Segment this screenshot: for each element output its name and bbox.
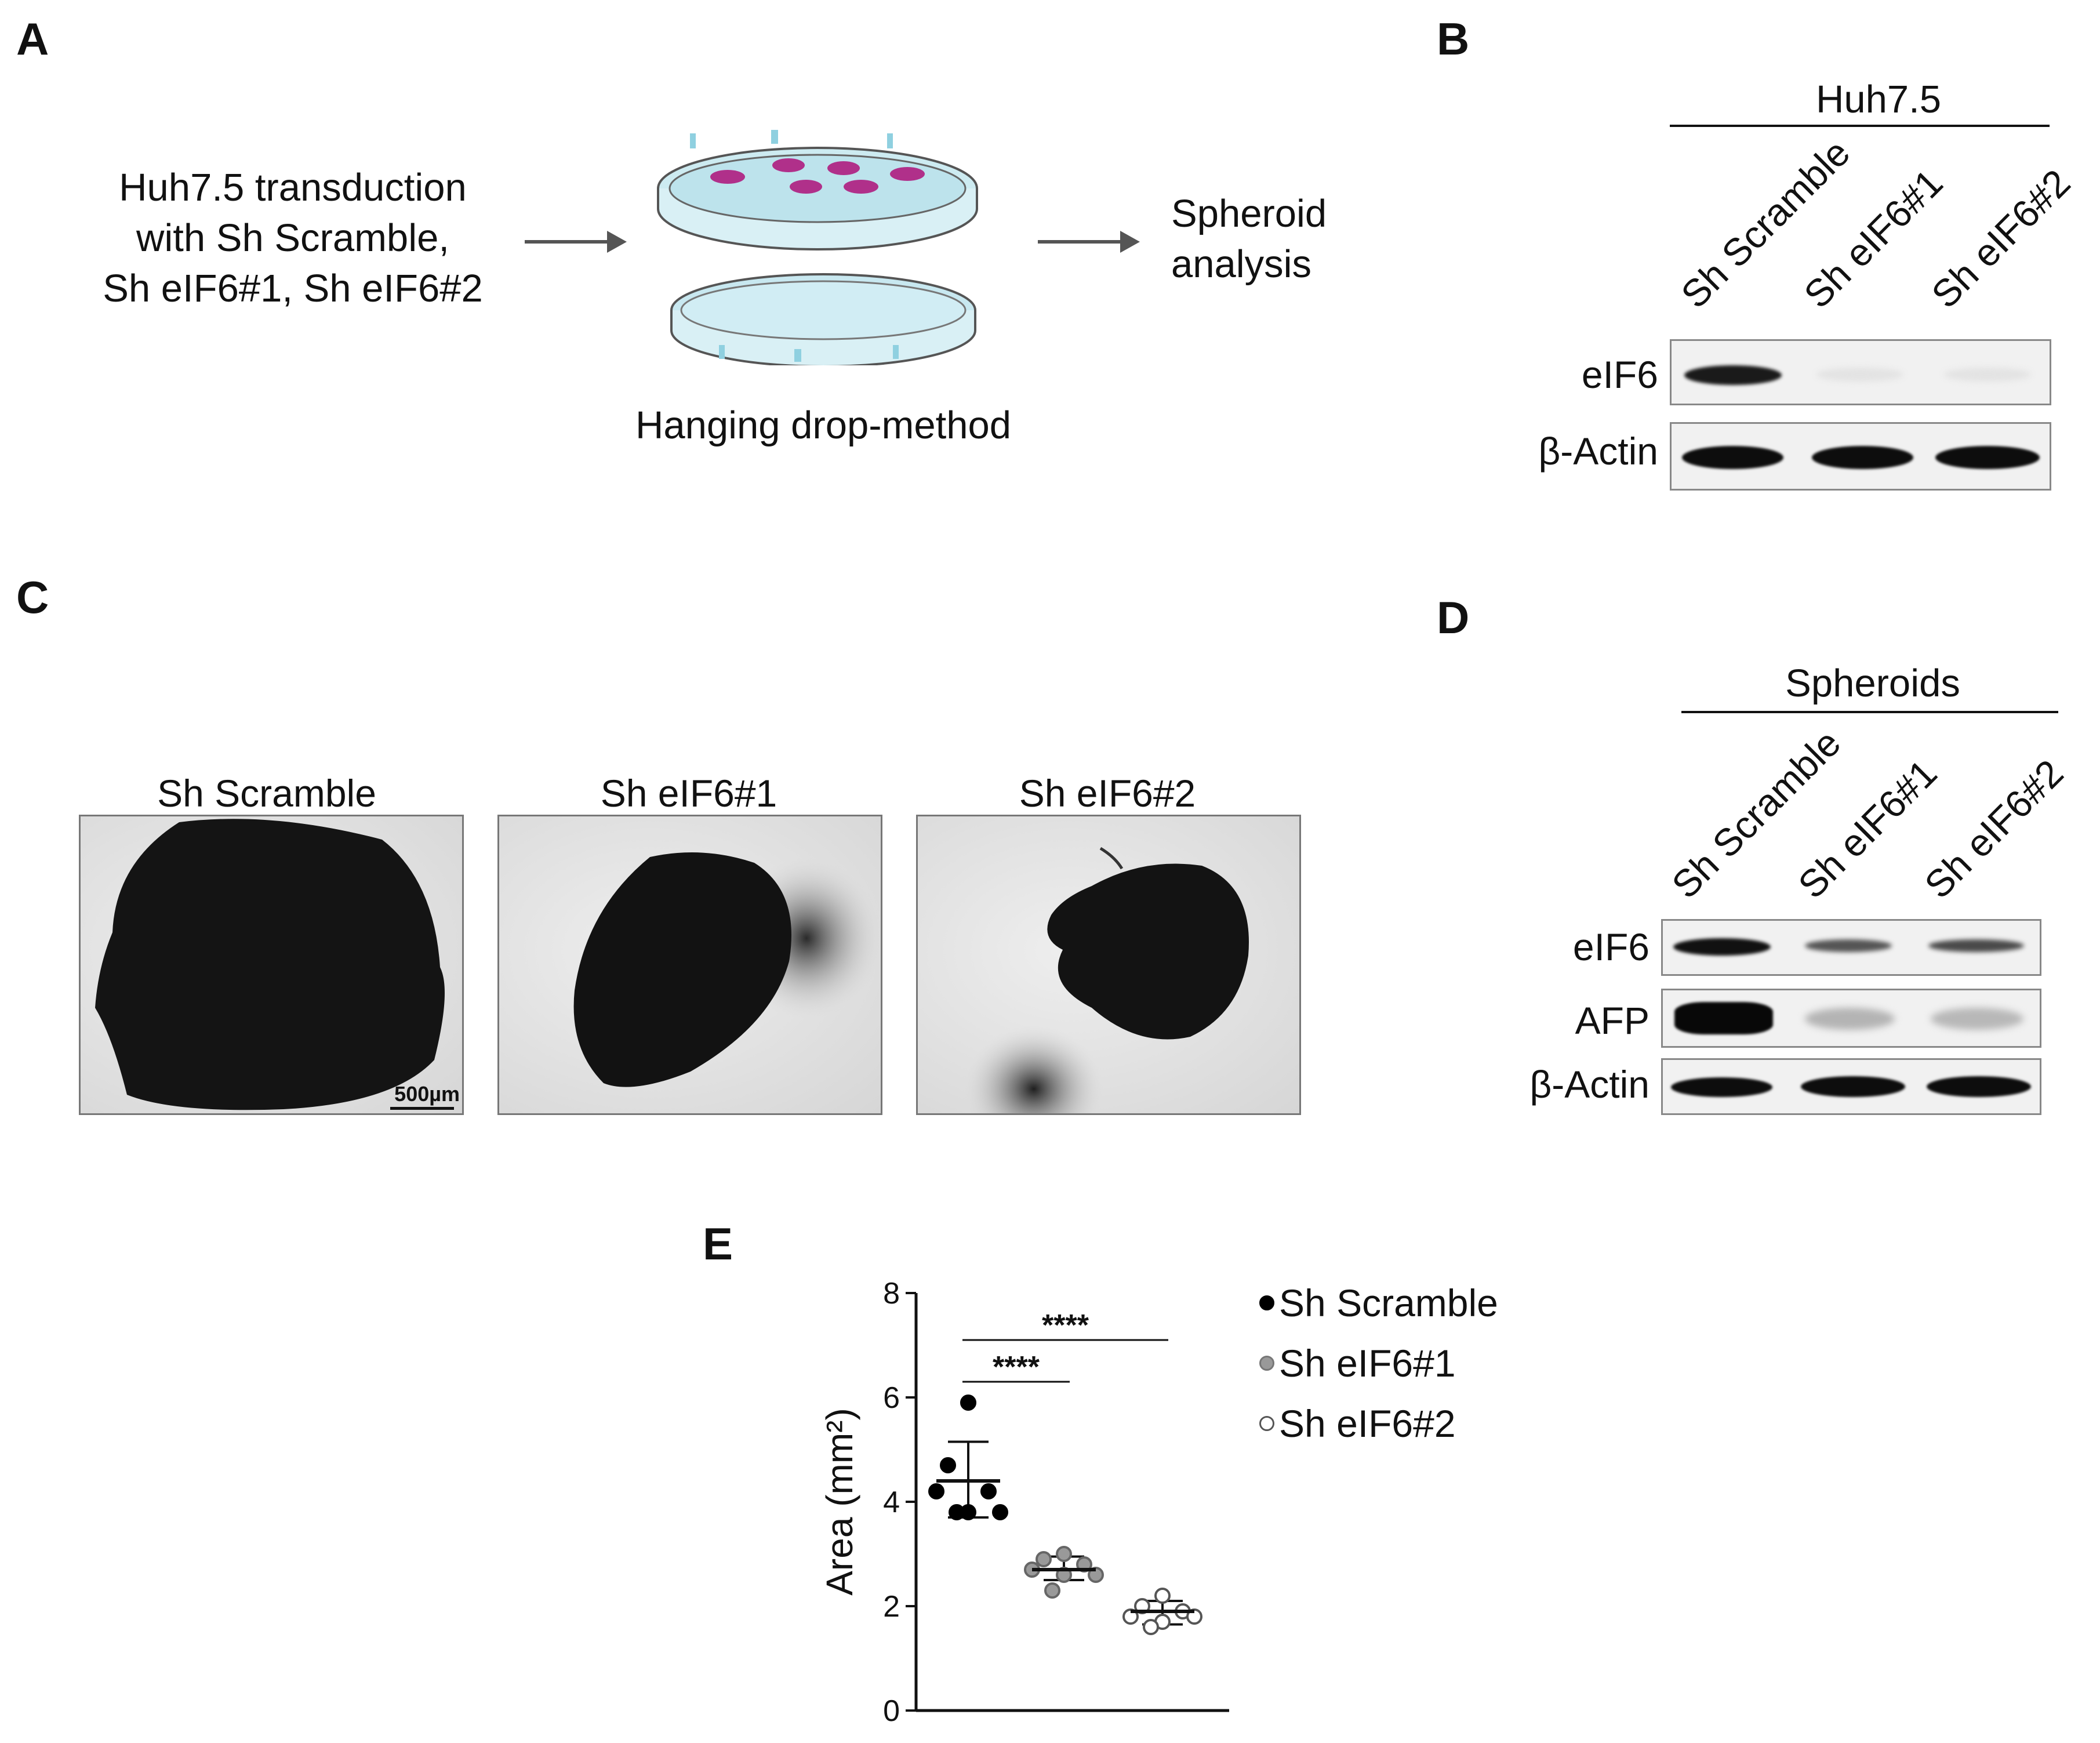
y-tick-label: 4 bbox=[883, 1486, 900, 1519]
blot-band bbox=[1812, 446, 1913, 469]
legend-item: Sh eIF6#2 bbox=[1259, 1393, 1498, 1454]
chart-legend: Sh Scramble Sh eIF6#1 Sh eIF6#2 bbox=[1259, 1273, 1498, 1454]
blot-band bbox=[1928, 939, 2024, 952]
method-caption: Hanging drop-method bbox=[635, 404, 1012, 447]
transduction-line-1: Huh7.5 transduction bbox=[119, 166, 467, 209]
arrow-right-icon bbox=[1038, 231, 1140, 253]
blot-band bbox=[1674, 1002, 1773, 1034]
blot-b-actin bbox=[1670, 422, 2051, 491]
data-point bbox=[1154, 1588, 1171, 1604]
transduction-line-2: with Sh Scramble, bbox=[136, 216, 449, 260]
legend-label: Sh eIF6#1 bbox=[1279, 1342, 1456, 1385]
legend-marker-gray-dot-icon bbox=[1259, 1356, 1274, 1371]
spheroid-shape bbox=[964, 847, 1249, 1113]
blot-d-eif6 bbox=[1661, 919, 2041, 976]
legend-item: Sh Scramble bbox=[1259, 1273, 1498, 1333]
data-point bbox=[1044, 1582, 1060, 1599]
blot-b-eif6 bbox=[1670, 339, 2051, 405]
blot-d-lane-label: Sh eIF6#2 bbox=[1916, 751, 2072, 907]
significance-label: **** bbox=[1042, 1309, 1089, 1342]
panel-label-a: A bbox=[16, 13, 49, 64]
transduction-line-3: Sh eIF6#1, Sh eIF6#2 bbox=[103, 267, 483, 311]
data-point bbox=[980, 1483, 997, 1499]
petri-dish-illustration bbox=[657, 130, 978, 365]
y-tick-label: 8 bbox=[883, 1277, 900, 1310]
y-tick-label: 6 bbox=[883, 1381, 900, 1415]
legend-label: Sh Scramble bbox=[1279, 1281, 1498, 1324]
blot-band bbox=[1931, 1008, 2023, 1030]
transduction-text: Huh7.5 transduction with Sh Scramble, Sh… bbox=[70, 162, 516, 314]
arrow-right-icon bbox=[525, 231, 627, 253]
blot-d-group-label: Spheroids bbox=[1785, 662, 1960, 705]
spheroid-shape bbox=[573, 852, 881, 1087]
panel-label-d: D bbox=[1437, 592, 1470, 643]
data-point bbox=[992, 1504, 1008, 1520]
spheroid-shape bbox=[95, 819, 445, 1110]
blot-b-row-label-actin: β-Actin bbox=[1538, 430, 1658, 473]
blot-b-lane-label: Sh eIF6#2 bbox=[1923, 161, 2079, 317]
micro-title: Sh eIF6#1 bbox=[600, 772, 777, 815]
blot-d-row-label-eif6: eIF6 bbox=[1572, 925, 1650, 968]
significance-label: **** bbox=[993, 1350, 1040, 1384]
blot-band bbox=[1944, 368, 2031, 382]
blot-b-row-label-eif6: eIF6 bbox=[1581, 353, 1658, 396]
blot-band bbox=[1805, 1008, 1895, 1030]
data-point bbox=[949, 1504, 965, 1520]
data-point bbox=[1056, 1546, 1072, 1562]
blot-d-row-label-afp: AFP bbox=[1575, 999, 1650, 1042]
micro-title: Sh Scramble bbox=[157, 772, 376, 815]
y-tick-label: 0 bbox=[883, 1694, 900, 1722]
blot-d-group-underline bbox=[1681, 711, 2058, 713]
blot-band bbox=[1671, 1077, 1772, 1097]
blot-band bbox=[1927, 1076, 2031, 1097]
blot-band bbox=[1816, 368, 1903, 382]
blot-band bbox=[1673, 938, 1771, 956]
micro-image-sh-eif6-1 bbox=[497, 815, 882, 1115]
legend-marker-white-dot-icon bbox=[1259, 1416, 1274, 1431]
micro-image-sh-scramble: 500µm bbox=[79, 815, 464, 1115]
spheroid-analysis-text: Spheroid analysis bbox=[1171, 188, 1345, 289]
blot-band bbox=[1801, 1076, 1905, 1097]
data-point bbox=[928, 1483, 944, 1499]
panel-label-b: B bbox=[1437, 13, 1470, 64]
data-point bbox=[1036, 1551, 1052, 1567]
scale-bar-label: 500µm bbox=[394, 1082, 460, 1106]
y-axis-title: Area (mm²) bbox=[819, 1408, 860, 1596]
blot-d-afp bbox=[1661, 989, 2041, 1048]
y-tick-label: 2 bbox=[883, 1590, 900, 1624]
legend-marker-black-dot-icon bbox=[1259, 1295, 1274, 1310]
blot-d-actin bbox=[1661, 1058, 2041, 1115]
micro-image-sh-eif6-2 bbox=[916, 815, 1301, 1115]
panel-label-e: E bbox=[703, 1218, 733, 1269]
data-point bbox=[940, 1457, 956, 1473]
data-point bbox=[1143, 1619, 1159, 1635]
legend-label: Sh eIF6#2 bbox=[1279, 1402, 1456, 1445]
data-point bbox=[960, 1395, 976, 1411]
spheroid-analysis-line-1: Spheroid bbox=[1171, 192, 1327, 235]
blot-d-row-label-actin: β-Actin bbox=[1529, 1063, 1650, 1106]
blot-b-group-label: Huh7.5 bbox=[1815, 78, 1942, 121]
blot-band bbox=[1805, 939, 1892, 952]
micro-title: Sh eIF6#2 bbox=[1019, 772, 1196, 815]
spheroid-analysis-line-2: analysis bbox=[1171, 242, 1312, 286]
scale-bar bbox=[390, 1107, 454, 1110]
blot-band bbox=[1684, 365, 1782, 385]
legend-item: Sh eIF6#1 bbox=[1259, 1333, 1498, 1393]
blot-band bbox=[1935, 446, 2040, 469]
blot-band bbox=[1682, 446, 1783, 469]
blot-b-group-underline bbox=[1670, 125, 2050, 127]
panel-label-c: C bbox=[16, 572, 49, 623]
